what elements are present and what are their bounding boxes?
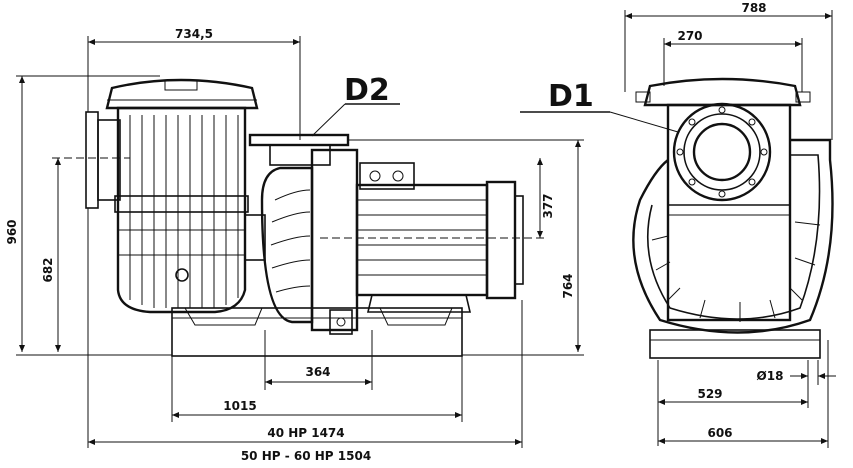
dim-height-764: 764	[561, 273, 575, 298]
volute-inner	[646, 154, 821, 320]
base-plate	[171, 307, 463, 357]
bracket	[310, 148, 359, 332]
base-foot-left	[184, 307, 263, 326]
motor-fan-cover	[485, 180, 517, 300]
discharge-flange	[248, 133, 350, 147]
dimension-lines	[16, 10, 836, 448]
inlet-flange-bolt-circle	[683, 113, 761, 191]
inlet-flange	[85, 111, 99, 209]
side-view	[85, 78, 524, 357]
terminal-box	[359, 162, 415, 190]
inlet-opening	[692, 122, 752, 182]
dim-height-total: 960	[5, 219, 19, 244]
label-d2: D2	[344, 73, 390, 108]
flange-bolts	[676, 106, 768, 198]
inlet-flange-ring	[672, 102, 772, 202]
dim-hole-diameter: Ø18	[757, 369, 784, 383]
front-view	[632, 77, 834, 359]
drain-plug	[175, 268, 189, 282]
volute-body	[260, 166, 314, 324]
cable-gland	[369, 170, 381, 182]
dim-top-left: 734,5	[175, 27, 213, 41]
label-d1: D1	[548, 79, 594, 114]
front-base	[649, 329, 821, 359]
lid-clamp	[635, 91, 651, 103]
lid-knob	[164, 79, 198, 91]
dim-width-606: 606	[707, 426, 732, 440]
lid-clamp	[795, 91, 811, 103]
dim-height-inlet: 682	[41, 257, 55, 282]
dim-length-40hp: 40 HP 1474	[267, 426, 344, 440]
dimension-labels: 734,5 788 270 960 682 377 764 364 1015 4…	[5, 1, 783, 463]
fan-cap	[514, 195, 524, 285]
motor-fins	[357, 199, 487, 276]
dim-length-50-60hp: 50 HP - 60 HP 1504	[241, 449, 371, 463]
dim-base-364: 364	[305, 365, 330, 379]
volute-ribs	[651, 221, 821, 322]
volute-ribs	[270, 189, 311, 293]
strainer-housing	[116, 106, 247, 314]
base-foot-right	[379, 307, 453, 326]
strainer-neck	[244, 214, 266, 261]
inlet-pipe	[97, 119, 121, 201]
dim-width-529: 529	[697, 387, 722, 401]
volute-spiral	[632, 138, 834, 334]
dim-top-right: 788	[741, 1, 766, 15]
dim-base-1015: 1015	[223, 399, 256, 413]
cable-gland	[392, 170, 404, 182]
motor-body	[355, 183, 489, 297]
strainer-ribs	[129, 115, 239, 308]
dim-inner-right: 270	[677, 29, 702, 43]
discharge-pipe	[269, 144, 331, 166]
bracket-foot	[329, 309, 353, 335]
strainer-lid	[105, 78, 259, 110]
dim-height-377: 377	[541, 193, 555, 218]
strainer-band	[114, 195, 249, 213]
front-lid	[643, 77, 802, 107]
motor-feet	[366, 294, 472, 313]
